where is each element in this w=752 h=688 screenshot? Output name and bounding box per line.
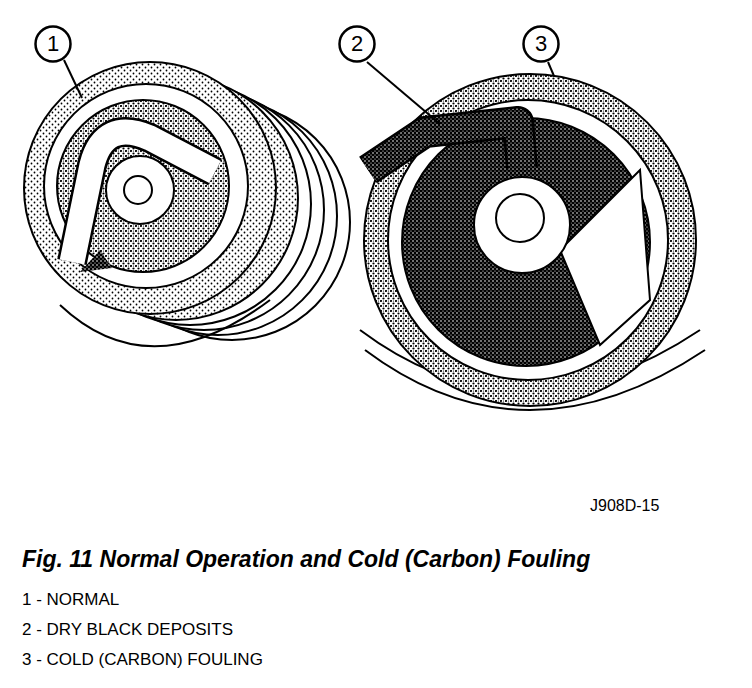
insulator-band [560,170,650,345]
key-line: 1 - NORMAL [22,590,119,610]
callout-number: 2 [351,31,363,57]
callout-circle: 3 [522,25,560,63]
shell [24,62,276,314]
callout-ring [524,27,559,62]
ground-electrode-outline [72,132,215,262]
callout-number: 1 [47,31,59,57]
thread-arc [60,300,270,346]
figure-caption: Fig. 11 Normal Operation and Cold (Carbo… [22,546,590,573]
key-line: 3 - COLD (CARBON) FOULING [22,650,263,670]
key-line: 2 - DRY BLACK DEPOSITS [22,620,233,640]
leader-line [548,62,554,76]
shell-face [44,84,248,288]
ground-electrode [368,122,522,170]
callout-circle: 1 [34,25,72,63]
callout-ring [340,27,375,62]
insulator [106,156,174,224]
figure-code: J908D-15 [590,497,659,515]
center-electrode [124,176,152,204]
deposit [80,250,112,272]
callout-ring [36,27,71,62]
center-electrode [496,194,544,242]
insulator [474,177,570,273]
callout-circle: 2 [338,25,376,63]
ground-electrode [72,132,215,262]
ground-electrode-outline [368,122,522,170]
leader-line [367,62,440,124]
fouled-plug [360,74,705,410]
shell [364,74,696,406]
normal-plug [24,62,350,346]
leader-line [64,60,82,98]
callout-number: 3 [535,31,547,57]
cavity [57,100,229,272]
